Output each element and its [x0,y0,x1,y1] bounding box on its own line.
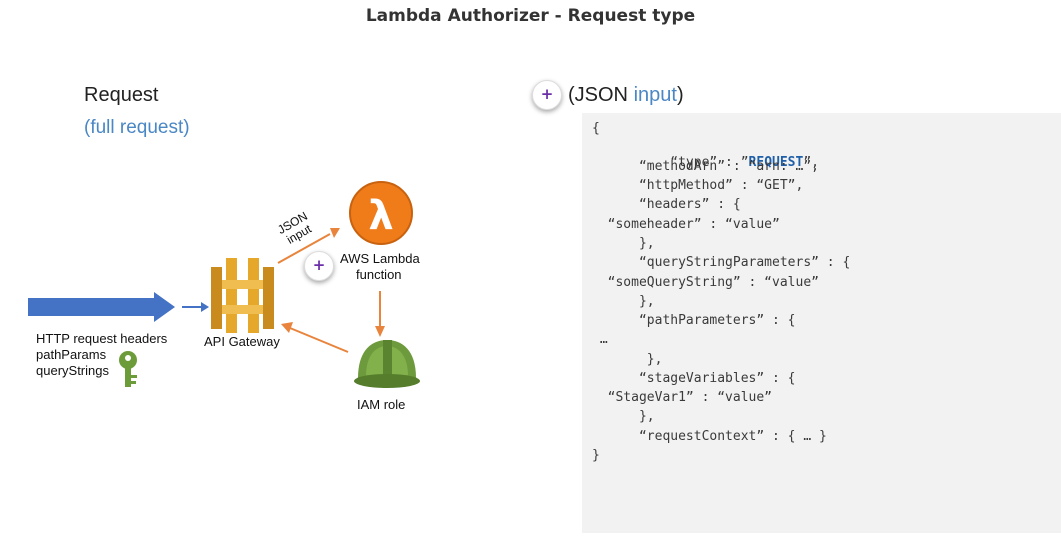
iam-role-label: IAM role [357,397,406,412]
lambda-symbol: λ [368,193,393,239]
code-line-17: “requestContext” : { … } [592,429,827,444]
code-line-9: “someQueryString” : “value” [592,275,819,290]
code-line-7: }, [592,236,655,251]
code-line-6: “someheader” : “value” [592,217,780,232]
iam-role-icon [354,340,420,388]
iam-to-gateway-arrow [281,322,349,353]
code-line-2-post: ”, [803,155,819,170]
api-gateway-label: API Gateway [204,334,280,349]
path-params-label: pathParams [36,347,107,362]
api-gateway-icon [211,258,274,333]
code-line-13: }, [592,352,663,367]
json-heading-close: ) [676,84,684,106]
code-line-10: }, [592,294,655,309]
json-heading-highlight: input [633,84,677,106]
code-line-11: “pathParameters” : { [592,313,796,328]
lambda-to-iam-arrow [375,291,385,337]
code-line-18: } [592,448,600,463]
gateway-input-arrow [182,302,209,312]
json-heading-open: (JSON [568,84,634,106]
code-line-15: “StageVar1” : “value” [592,390,773,405]
code-line-2-pre: “type” : ” [623,155,749,170]
json-add-button[interactable]: + [532,80,562,110]
json-code-panel: { “type” : ”REQUEST”, “methodArn” : “arn… [582,113,1061,533]
http-request-arrow [28,292,175,322]
code-line-8: “queryStringParameters” : { [592,255,851,270]
lambda-label-line2: function [356,267,402,282]
request-heading: Request [84,84,159,106]
code-line-1: { [592,121,600,136]
code-line-3: “methodArn” : “arn: …”, [592,159,819,174]
http-request-headers-label: HTTP request headers [36,331,168,346]
json-input-arrow [277,228,340,264]
json-input-heading: (JSON input) [568,84,684,107]
page-title: Lambda Authorizer - Request type [365,6,696,26]
code-line-2: “type” : ”REQUEST”, [592,140,819,185]
key-icon [119,351,137,387]
code-line-4: “httpMethod” : “GET”, [592,178,804,193]
lambda-function-icon: λ [349,181,413,245]
code-request-keyword: REQUEST [748,155,804,170]
lambda-label-line1: AWS Lambda [340,251,420,266]
diagram-add-button[interactable]: + [304,251,334,281]
query-strings-label: queryStrings [36,363,109,378]
request-subheading: (full request) [84,117,190,138]
code-line-16: }, [592,409,655,424]
code-line-5: “headers” : { [592,197,741,212]
code-line-12: … [592,332,608,347]
code-line-14: “stageVariables” : { [592,371,796,386]
